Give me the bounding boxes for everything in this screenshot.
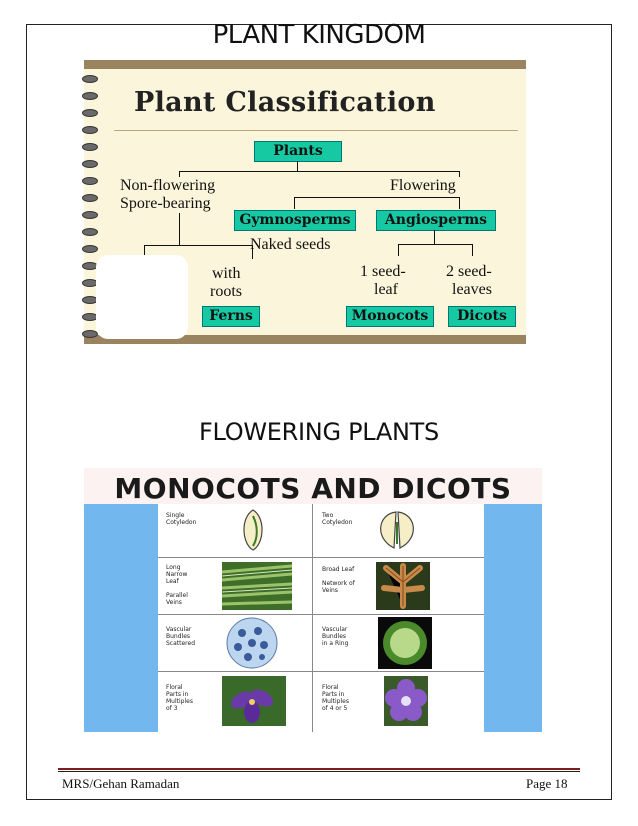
monocots-box: Monocots xyxy=(346,306,434,327)
dico-floral-label: Floral Parts in Multiples of 4 or 5 xyxy=(322,684,349,712)
dicots-box: Dicots xyxy=(448,306,516,327)
two-cotyledon-image xyxy=(372,508,422,557)
notebook-rings xyxy=(82,75,100,338)
leaves-label: leaves xyxy=(452,281,492,298)
page-border xyxy=(26,24,612,800)
ferns-box: Ferns xyxy=(202,306,260,327)
dico-vascular-label: Vascular Bundles in a Ring xyxy=(322,626,349,647)
spore-bearing-label: Spore-bearing xyxy=(120,195,211,212)
monocots-dicots-slide: MONOCOTS AND DICOTS Single Cotyledon Two… xyxy=(84,468,542,732)
footer-rule xyxy=(58,768,580,770)
plants-box: Plants xyxy=(254,141,342,162)
single-cotyledon-image xyxy=(238,508,268,557)
one-seed-label: 1 seed- xyxy=(360,263,406,280)
comparison-table: Single Cotyledon Two Cotyledon Long Narr… xyxy=(158,504,484,732)
slide-title: Plant Classification xyxy=(134,87,436,118)
footer-page-number: Page 18 xyxy=(526,776,568,791)
network-veins-image xyxy=(376,562,430,615)
plant-classification-slide: Plant Classification Plants Non-flowerin… xyxy=(82,60,526,344)
flowering-plants-heading: FLOWERING PLANTS xyxy=(199,418,439,446)
two-seed-label: 2 seed- xyxy=(446,263,492,280)
leaf-label: leaf xyxy=(374,281,398,298)
flowering-label: Flowering xyxy=(390,177,456,194)
naked-seeds-label: Naked seeds xyxy=(250,236,331,253)
comparison-title: MONOCOTS AND DICOTS xyxy=(114,472,512,505)
plant-kingdom-heading: PLANT KINGDOM xyxy=(212,20,426,50)
non-flowering-label: Non-flowering xyxy=(120,177,216,194)
gymnosperms-box: Gymnosperms xyxy=(234,210,356,231)
mono-floral-label: Floral Parts in Multiples of 3 xyxy=(166,684,193,712)
parallel-veins-image xyxy=(221,562,293,615)
mono-leaf-label: Long Narrow Leaf Parallel Veins xyxy=(166,564,188,606)
dico-leaf-label: Broad Leaf Network of Veins xyxy=(322,566,355,594)
five-petal-flower-image xyxy=(384,676,428,731)
title-banner xyxy=(84,468,542,504)
scattered-bundles-image xyxy=(224,617,280,674)
title-rule xyxy=(114,130,518,131)
mono-cotyledon-label: Single Cotyledon xyxy=(166,512,197,526)
dico-cotyledon-label: Two Cotyledon xyxy=(322,512,353,526)
blurred-area xyxy=(96,255,188,339)
iris-flower-image xyxy=(222,676,286,731)
footer-rule-thin xyxy=(58,771,580,772)
angiosperms-box: Angiosperms xyxy=(376,210,496,231)
mono-vascular-label: Vascular Bundles Scattered xyxy=(166,626,196,647)
with-label: with xyxy=(212,265,241,282)
ring-bundles-image xyxy=(378,617,432,674)
footer-author: MRS/Gehan Ramadan xyxy=(62,776,180,791)
roots-label: roots xyxy=(210,283,242,300)
